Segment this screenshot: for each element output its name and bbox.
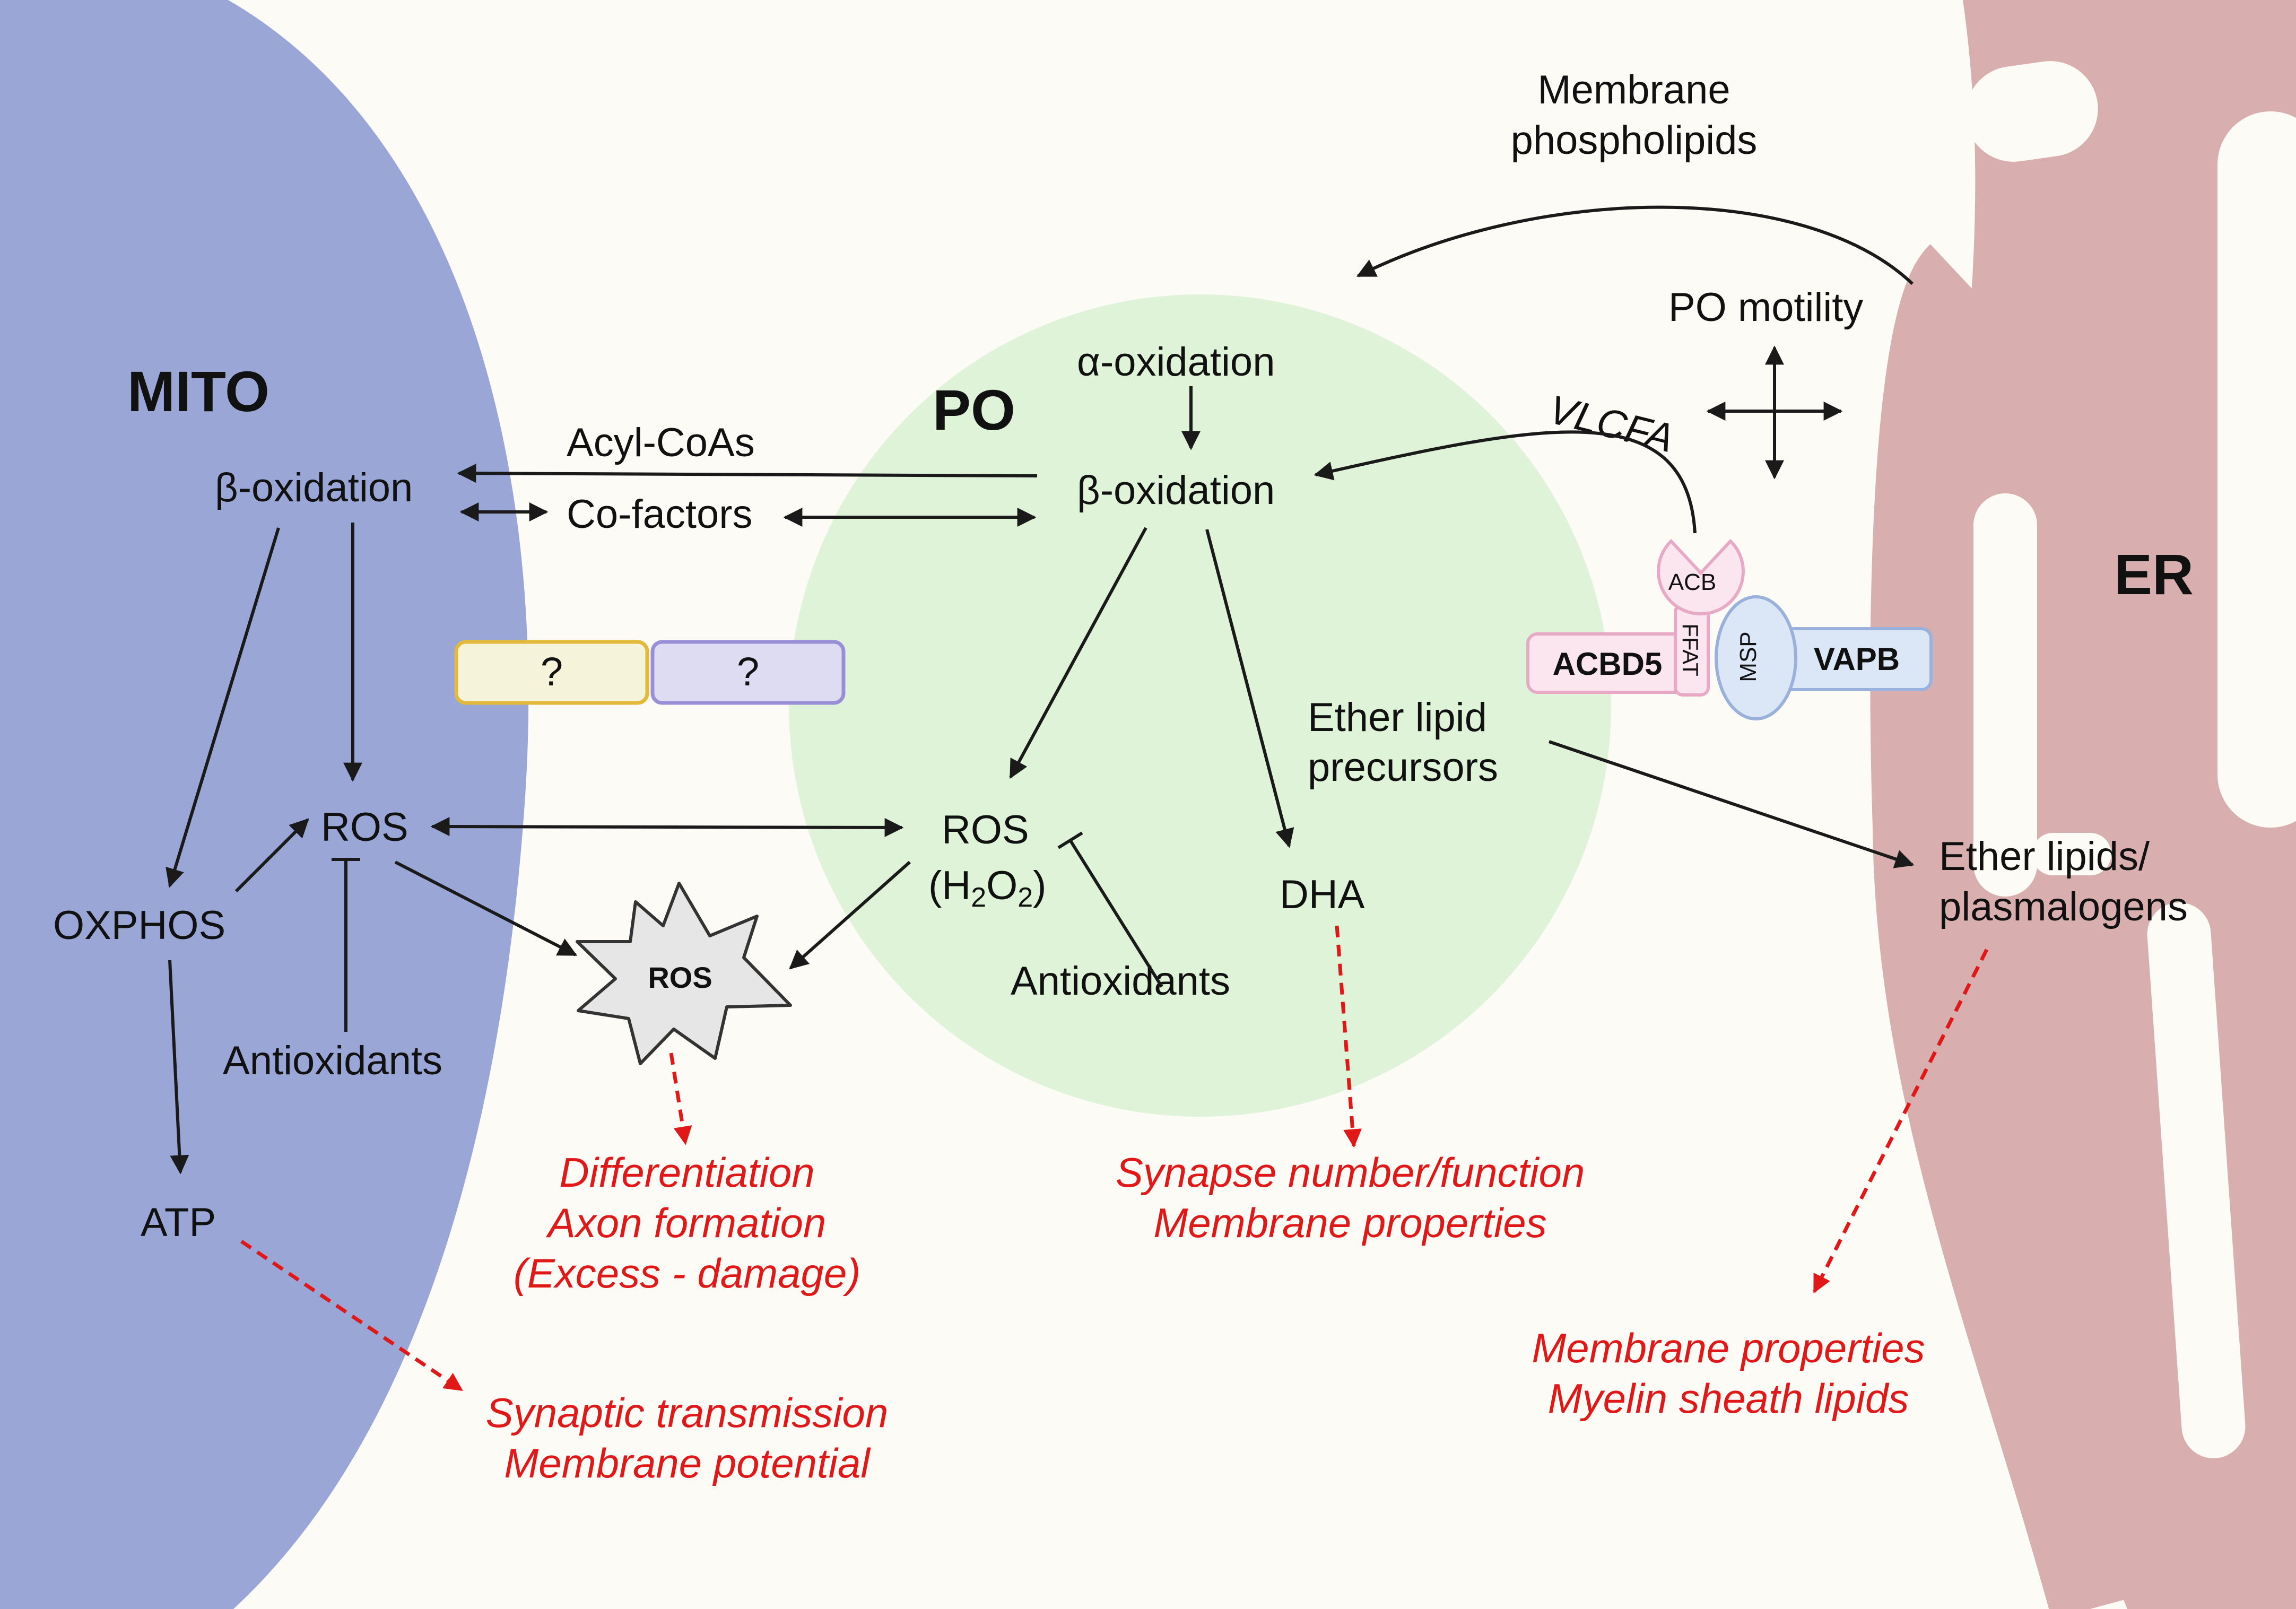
po-beta-oxidation: β-oxidation (1077, 468, 1275, 513)
mito-oxphos: OXPHOS (53, 903, 225, 948)
po-alpha-oxidation: α-oxidation (1077, 340, 1275, 385)
po-title: PO (933, 378, 1015, 442)
ros-outcome-line3: (Excess - damage) (514, 1250, 861, 1297)
acbd5-label: ACBD5 (1553, 646, 1663, 682)
atp-outcome-line2: Membrane potential (504, 1440, 871, 1486)
ether-precursors-line2: precursors (1308, 745, 1498, 790)
unknown-box-1 (454, 640, 649, 705)
pathway-arrows (166, 205, 1915, 1175)
acb-domain (1657, 538, 1745, 616)
membrane-phospholipids-line2: phospholipids (1511, 118, 1758, 163)
po-antioxidants: Antioxidants (1011, 959, 1230, 1004)
mito-ros: ROS (321, 805, 408, 850)
outcome-arrows (240, 925, 1989, 1391)
msp-domain (1715, 595, 1797, 720)
vapb-label: VAPB (1814, 641, 1900, 677)
ether-precursors-line1: Ether lipid (1308, 695, 1487, 740)
ether-outcome-line2: Myelin sheath lipids (1548, 1375, 1909, 1422)
po-ros: ROS (942, 807, 1029, 853)
mitochondrion-shape (0, 0, 529, 1609)
co-factors-label: Co-factors (567, 492, 753, 537)
acb-label: ACB (1668, 569, 1716, 595)
ether-outcome-line1: Membrane properties (1532, 1325, 1925, 1371)
mito-title: MITO (127, 359, 269, 423)
unknown-box-2 (650, 640, 846, 705)
ether-lipids-line1: Ether lipids/ (1939, 834, 2150, 879)
ether-lipids-line2: plasmalogens (1939, 884, 2188, 929)
membrane-phospholipids-line1: Membrane (1537, 67, 1730, 112)
acyl-coas-label: Acyl-CoAs (567, 420, 755, 465)
ros-burst-label: ROS (648, 961, 712, 994)
peroxisome-shape (789, 294, 1611, 1117)
mito-antioxidants: Antioxidants (223, 1038, 442, 1083)
po-h2o2: (H2O2) (928, 863, 1046, 913)
atp-outcome-line1: Synaptic transmission (486, 1389, 889, 1436)
ros-outcome-line2: Axon formation (546, 1199, 827, 1246)
po-motility-label: PO motility (1668, 285, 1863, 330)
mito-atp: ATP (141, 1200, 216, 1245)
unknown-box-2-label: ? (737, 649, 759, 694)
ffat-label: FFAT (1678, 623, 1703, 676)
mito-beta-oxidation: β-oxidation (215, 465, 413, 510)
tether-complex: ACBD5 FFAT ACB VAPB MSP (1526, 538, 1933, 720)
ros-outcome-line1: Differentiation (559, 1149, 814, 1196)
msp-label: MSP (1735, 631, 1761, 682)
er-shape (1870, 0, 2296, 1609)
po-dha: DHA (1280, 872, 1365, 917)
dha-outcome-line1: Synapse number/function (1116, 1149, 1585, 1196)
dha-outcome-line2: Membrane properties (1153, 1199, 1546, 1246)
unknown-box-1-label: ? (541, 649, 563, 694)
ros-burst-star (576, 882, 792, 1065)
er-title: ER (2114, 542, 2194, 606)
